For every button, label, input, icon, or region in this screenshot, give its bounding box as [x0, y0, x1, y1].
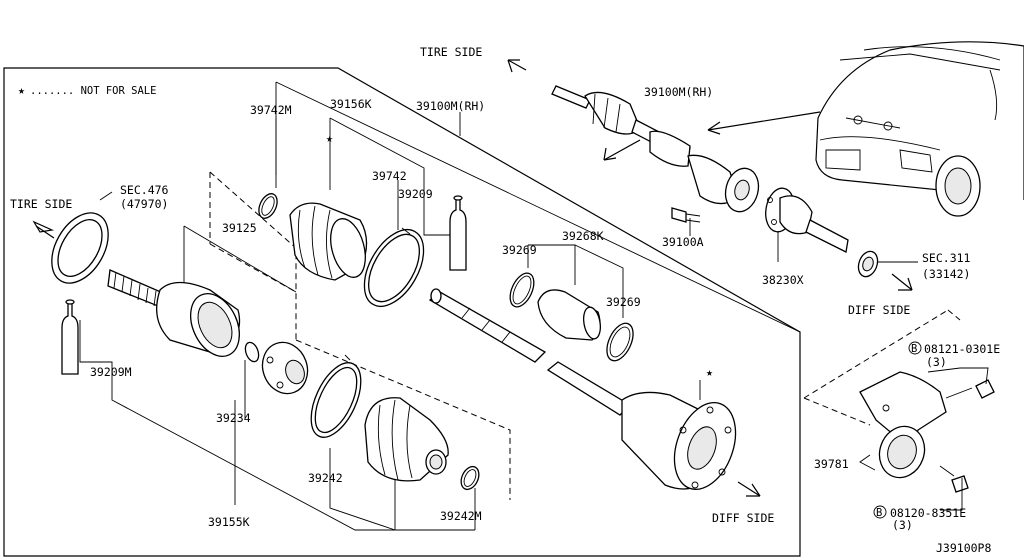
- callout-38230x: 38230X: [762, 273, 804, 287]
- bolt-b-marker: B: [876, 507, 882, 519]
- callout-bolt-08121: B 08121-0301E (3): [908, 341, 1000, 369]
- bolt-08121-qty: (3): [926, 355, 947, 369]
- bolt-08120-qty: (3): [892, 518, 913, 532]
- callout-39268k: 39268K: [562, 229, 604, 243]
- callout-39100a: 39100A: [662, 235, 704, 249]
- callout-sec476-ref: (47970): [120, 197, 168, 211]
- inner-boot: [364, 397, 449, 482]
- assembly-box-outline: [3, 67, 801, 557]
- bolt-08120-number: 08120-8351E: [890, 506, 966, 520]
- callout-39209: 39209: [398, 187, 433, 201]
- callout-39742: 39742: [372, 169, 407, 183]
- callout-39269-a: 39269: [502, 243, 537, 257]
- legend-text: ....... NOT FOR SALE: [30, 85, 156, 97]
- inner-flange-housing: [621, 391, 737, 491]
- bolt-39100a: [671, 207, 701, 236]
- band-39742m: [258, 193, 278, 219]
- callout-39742m: 39742M: [250, 103, 292, 117]
- callout-bolt-08120: B 08120-8351E (3): [873, 505, 966, 532]
- callout-39242m: 39242M: [440, 509, 482, 523]
- diagram-id: J39100P8: [936, 541, 991, 555]
- band-39242: [310, 354, 362, 438]
- band-39742: [363, 227, 425, 307]
- callout-39156k: 39156K: [330, 97, 372, 111]
- tire-side-arrow-top: [507, 59, 527, 73]
- band-39269-b: [606, 322, 634, 362]
- sec476-tone-ring: [51, 191, 113, 284]
- callout-39155k: 39155K: [208, 515, 250, 529]
- bolt-08121-number: 08121-0301E: [924, 342, 1000, 356]
- outer-boot-39156k: [289, 202, 368, 281]
- tire-side-label-left: TIRE SIDE: [10, 197, 72, 211]
- bracket-39781: [859, 371, 947, 479]
- callout-39100m-rh-top: 39100M(RH): [644, 85, 713, 99]
- callout-39100m-rh-box: 39100M(RH): [416, 99, 485, 113]
- output-shaft-38230x: [765, 187, 849, 262]
- tire-side-arrow-left: [32, 220, 55, 239]
- damper-39268k: [537, 289, 602, 341]
- sec311-oil-seal: [857, 250, 918, 278]
- inner-joint-spider-39125: [261, 341, 309, 395]
- not-for-sale-legend: ★ ....... NOT FOR SALE: [18, 83, 156, 97]
- band-39242m: [460, 465, 480, 491]
- outer-cv-joint-housing: [107, 269, 241, 357]
- bracket-39781-outline: [803, 309, 961, 471]
- grease-tube-39209: [449, 195, 467, 271]
- diff-side-arrow-bottom: [737, 481, 761, 497]
- grease-tube-39209m: [61, 299, 79, 375]
- callout-39242: 39242: [308, 471, 343, 485]
- shaft-assembly-overview: [551, 85, 760, 213]
- callout-39781: 39781: [814, 457, 849, 471]
- callout-39269-b: 39269: [606, 295, 641, 309]
- diff-side-label-bottom: DIFF SIDE: [712, 511, 774, 525]
- diff-side-label-right: DIFF SIDE: [848, 303, 910, 317]
- callout-39234: 39234: [216, 411, 251, 425]
- callout-sec311: SEC.311: [922, 251, 971, 265]
- star-icon: ★: [18, 83, 25, 97]
- snap-ring-39234: [244, 341, 260, 363]
- callout-39125: 39125: [222, 221, 257, 235]
- bolt-b-marker: B: [911, 343, 917, 355]
- band-39269-a: [509, 272, 535, 308]
- star-icon: ★: [326, 131, 333, 145]
- bolt-08121-0301e-drawing: [927, 367, 995, 399]
- callout-39209m: 39209M: [90, 365, 132, 379]
- tire-side-label-top: TIRE SIDE: [420, 45, 482, 59]
- callout-sec311-ref: (33142): [922, 267, 970, 281]
- vehicle-sketch: [707, 41, 1024, 217]
- diff-side-arrow-right: [891, 273, 913, 291]
- drive-shaft: [428, 288, 632, 416]
- bolt-08120-8351e-drawing: [939, 465, 969, 511]
- star-icon: ★: [706, 365, 713, 379]
- callout-sec476: SEC.476: [120, 183, 169, 197]
